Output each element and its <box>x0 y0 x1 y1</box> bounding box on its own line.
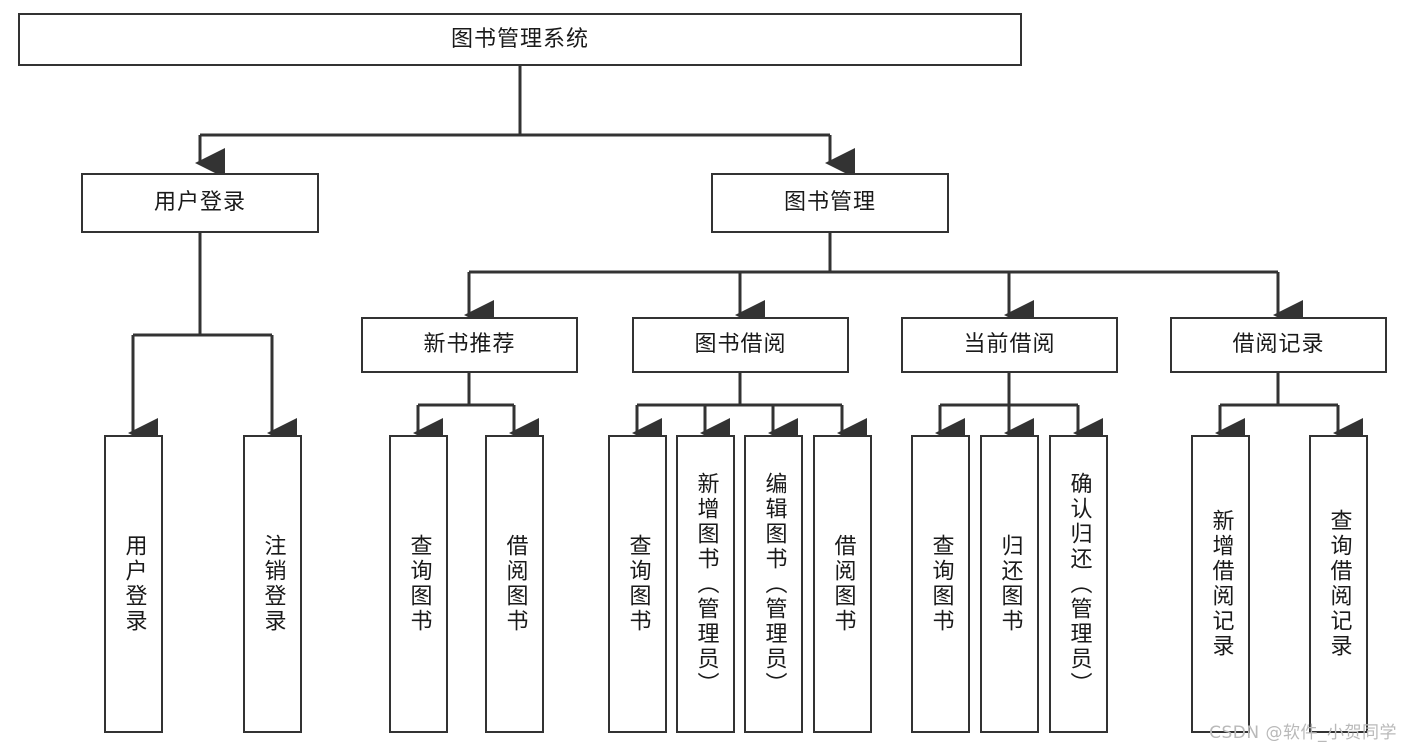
node-user-login[interactable]: 用户登录 <box>81 173 319 233</box>
leaf-add-book-admin[interactable]: 新增图书（管理员） <box>676 435 735 733</box>
node-current-borrow-label: 当前借阅 <box>963 332 1056 358</box>
leaf-borrow-book-label: 借阅图书 <box>830 534 856 634</box>
leaf-add-borrow-record[interactable]: 新增借阅记录 <box>1191 435 1250 733</box>
leaf-edit-book-admin-label: 编辑图书（管理员） <box>761 471 787 697</box>
leaf-query-borrow-record-label: 查询借阅记录 <box>1326 509 1352 659</box>
leaf-edit-book-admin[interactable]: 编辑图书（管理员） <box>744 435 803 733</box>
node-current-borrow[interactable]: 当前借阅 <box>901 317 1118 373</box>
leaf-borrow-book-recommend-label: 借阅图书 <box>502 534 528 634</box>
leaf-user-login[interactable]: 用户登录 <box>104 435 163 733</box>
node-new-book-recommend-label: 新书推荐 <box>423 332 516 358</box>
node-root-label: 图书管理系统 <box>450 26 589 52</box>
leaf-confirm-return-admin[interactable]: 确认归还（管理员） <box>1049 435 1108 733</box>
leaf-query-borrow-record[interactable]: 查询借阅记录 <box>1309 435 1368 733</box>
leaf-borrow-book[interactable]: 借阅图书 <box>813 435 872 733</box>
leaf-add-book-admin-label: 新增图书（管理员） <box>693 471 719 697</box>
node-book-manage-label: 图书管理 <box>783 190 876 216</box>
node-book-borrow[interactable]: 图书借阅 <box>632 317 849 373</box>
node-borrow-record-label: 借阅记录 <box>1232 332 1325 358</box>
leaf-query-book-current-label: 查询图书 <box>928 534 954 634</box>
node-user-login-label: 用户登录 <box>153 190 246 216</box>
node-new-book-recommend[interactable]: 新书推荐 <box>361 317 578 373</box>
leaf-borrow-book-recommend[interactable]: 借阅图书 <box>485 435 544 733</box>
leaf-confirm-return-admin-label: 确认归还（管理员） <box>1066 471 1092 697</box>
leaf-user-login-label: 用户登录 <box>121 534 147 634</box>
leaf-query-book-borrow[interactable]: 查询图书 <box>608 435 667 733</box>
leaf-query-book-recommend[interactable]: 查询图书 <box>389 435 448 733</box>
leaf-logout-login[interactable]: 注销登录 <box>243 435 302 733</box>
node-borrow-record[interactable]: 借阅记录 <box>1170 317 1387 373</box>
leaf-query-book-recommend-label: 查询图书 <box>406 534 432 634</box>
leaf-return-book-label: 归还图书 <box>997 534 1023 634</box>
node-book-manage[interactable]: 图书管理 <box>711 173 949 233</box>
leaf-query-book-current[interactable]: 查询图书 <box>911 435 970 733</box>
leaf-add-borrow-record-label: 新增借阅记录 <box>1208 509 1234 659</box>
leaf-logout-login-label: 注销登录 <box>260 534 286 634</box>
leaf-query-book-borrow-label: 查询图书 <box>625 534 651 634</box>
leaf-return-book[interactable]: 归还图书 <box>980 435 1039 733</box>
node-book-borrow-label: 图书借阅 <box>694 332 787 358</box>
node-root[interactable]: 图书管理系统 <box>18 13 1022 66</box>
